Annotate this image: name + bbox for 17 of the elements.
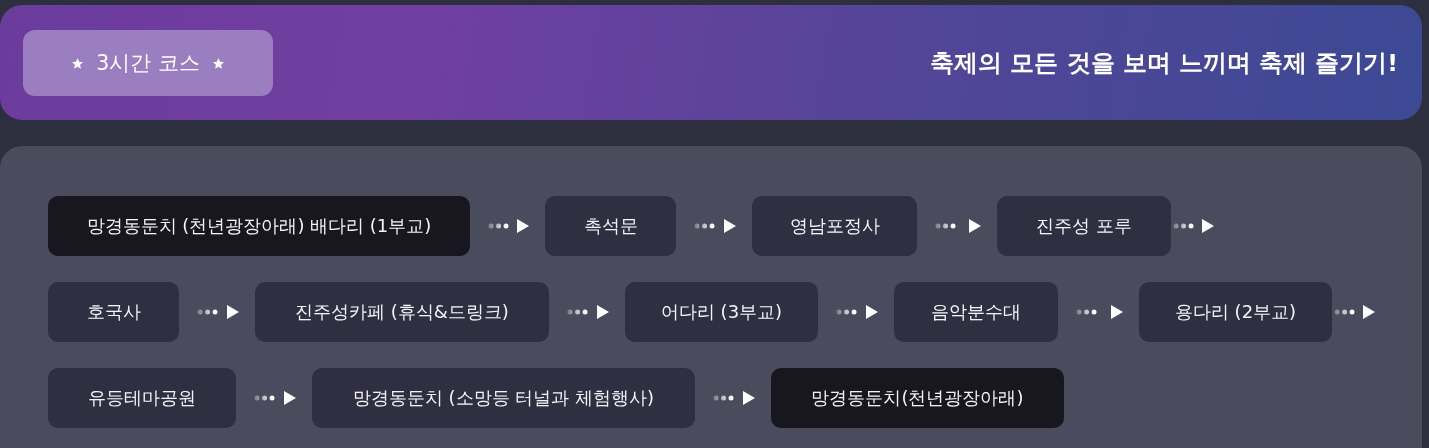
stop-box: 진주성 포루 — [997, 196, 1171, 256]
stop-box: 유등테마공원 — [48, 368, 236, 428]
stop-box: 촉석문 — [545, 196, 676, 256]
badge-text: 3시간 코스 — [96, 50, 200, 77]
stop-box: 음악분수대 — [894, 282, 1058, 342]
header-band — [0, 5, 1422, 120]
stop-box: 용다리 (2부교) — [1139, 282, 1332, 342]
stop-box: 어다리 (3부교) — [625, 282, 818, 342]
course-badge — [23, 30, 273, 96]
stop-box: 망경동둔치(천년광장아래) — [771, 368, 1064, 428]
course-panel — [0, 146, 1422, 448]
stop-box: 망경동둔치 (천년광장아래) 배다리 (1부교) — [48, 196, 470, 256]
stop-box: 영남포정사 — [752, 196, 917, 256]
stop-box: 진주성카페 (휴식&드링크) — [255, 282, 549, 342]
stop-box: 망경동둔치 (소망등 터널과 체험행사) — [312, 368, 695, 428]
stop-box: 호국사 — [48, 282, 179, 342]
subtitle-text: 축제의 모든 것을 보며 느끼며 축제 즐기기! — [930, 47, 1398, 79]
